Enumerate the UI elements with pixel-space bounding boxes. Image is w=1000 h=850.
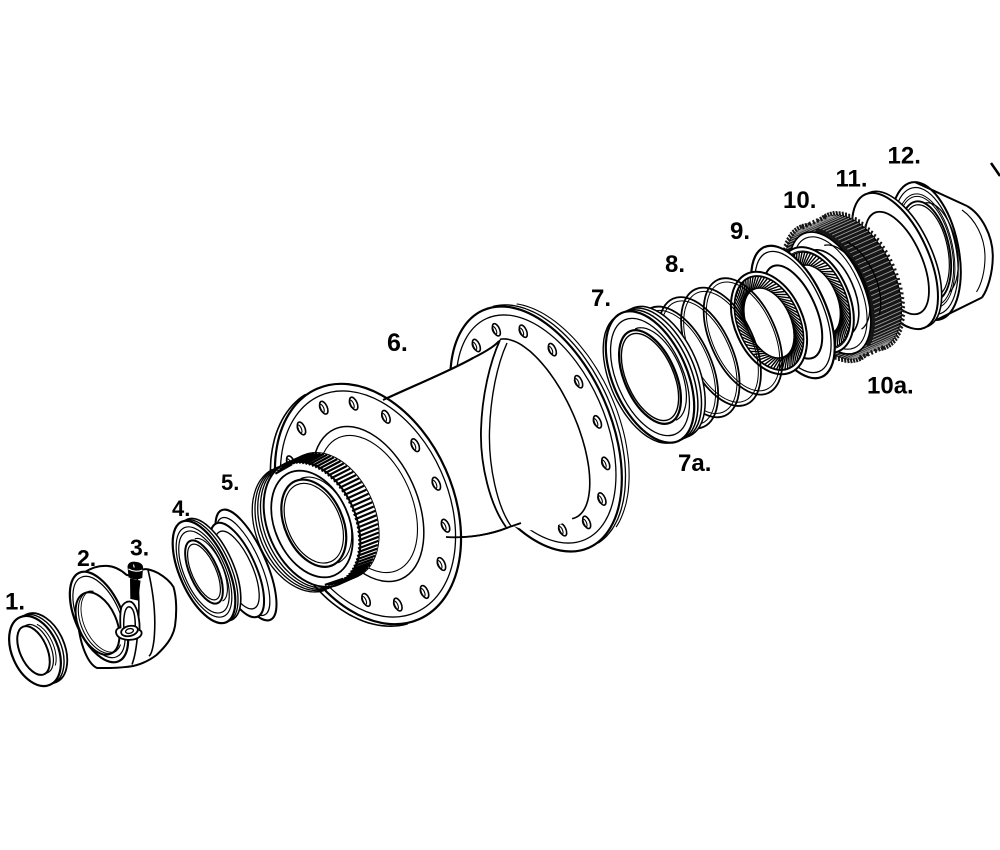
svg-text:11.: 11.	[836, 166, 868, 193]
svg-text:3.: 3.	[130, 535, 149, 561]
svg-text:9.: 9.	[730, 218, 750, 245]
svg-text:2.: 2.	[77, 545, 96, 571]
svg-text:10a.: 10a.	[867, 373, 914, 400]
svg-text:7.: 7.	[591, 285, 611, 312]
svg-text:10.: 10.	[783, 187, 816, 214]
svg-text:5.: 5.	[221, 470, 239, 495]
svg-text:6.: 6.	[387, 329, 408, 357]
svg-text:7a.: 7a.	[678, 450, 711, 477]
svg-text:4.: 4.	[172, 496, 190, 521]
svg-text:12.: 12.	[888, 143, 921, 170]
svg-text:1.: 1.	[5, 589, 25, 616]
svg-text:8.: 8.	[665, 251, 685, 278]
